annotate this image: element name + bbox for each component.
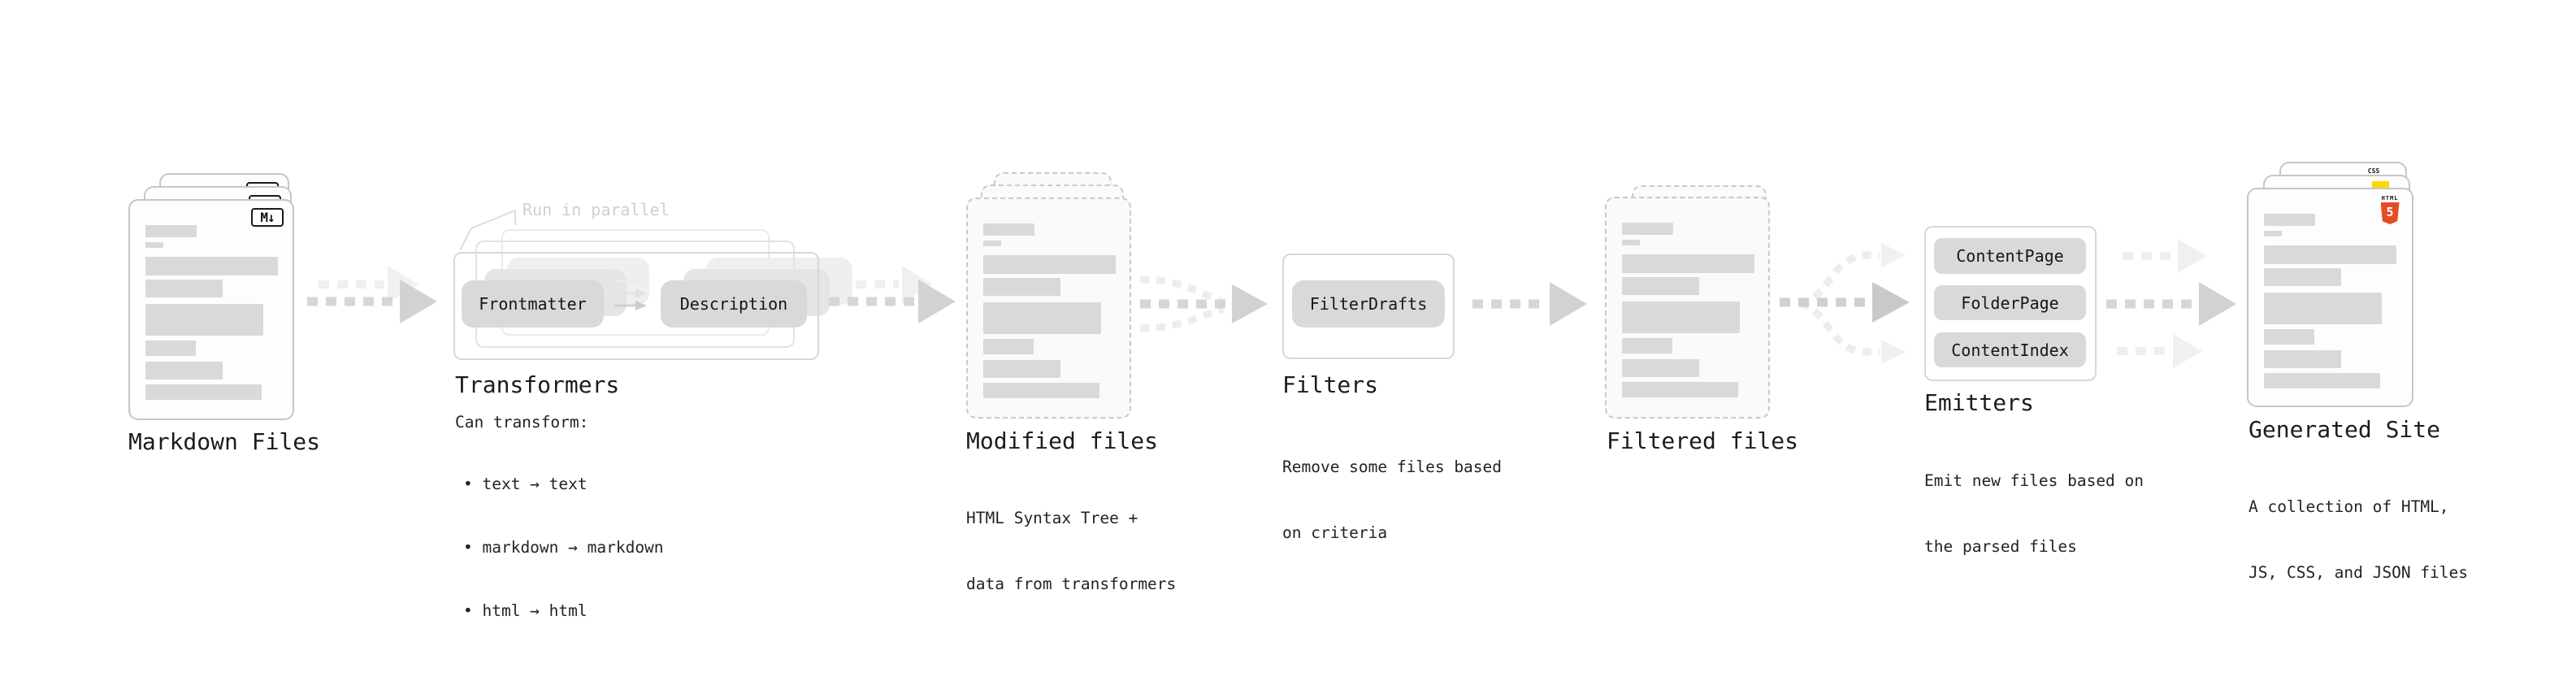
doc-line-bar [145,340,196,356]
doc-line-bar [983,241,1001,246]
doc-line-bar [145,257,278,275]
doc-line-bar [1622,223,1673,235]
folderpage-pill: FolderPage [1934,285,2086,320]
doc-line-bar [1622,240,1640,245]
doc-line-bar [2264,373,2380,388]
doc-line-bar [983,278,1060,296]
doc-line-bar [983,255,1116,274]
html5-number: 5 [2386,205,2394,219]
description-line: the parsed files [1924,537,2077,556]
doc-line-bar [1622,254,1754,273]
html5-icon-label: HTML [2381,195,2399,202]
doc-line-bar [145,225,197,237]
doc-line-bar [2264,245,2396,264]
filters-description: Remove some files based on criteria [1282,412,1502,588]
css-icon-label: CSS [2367,167,2380,175]
markdown-files-label: Markdown Files [128,428,321,455]
modified-file-card-front [966,197,1131,419]
description-pill: Description [661,280,807,327]
bullet-item: • markdown → markdown [463,538,664,557]
doc-line-bar [1622,338,1672,354]
arrow-emitters-to-generated [2106,239,2236,368]
contentpage-pill: ContentPage [1934,238,2086,274]
doc-line-bar [983,383,1099,398]
doc-line-bar [1622,301,1740,333]
doc-line-bar [2264,293,2382,324]
generated-site-card-front: HTML 5 [2247,188,2413,407]
javascript-icon [2372,181,2389,189]
description-line: A collection of HTML, [2249,497,2449,516]
description-line: on criteria [1282,523,1388,542]
arrow-filters-to-filtered [1472,282,1587,326]
doc-line-bar [983,360,1060,378]
generated-site-label: Generated Site [2249,416,2441,443]
doc-line-bar [145,362,223,380]
filtered-file-card-front [1605,197,1770,419]
description-line: data from transformers [966,575,1177,593]
emitters-heading: Emitters [1924,389,2034,416]
doc-line-bar [145,280,223,297]
doc-line-bar [145,384,262,400]
contentindex-pill: ContentIndex [1934,332,2086,367]
doc-line-bar [983,223,1034,236]
doc-line-bar [145,242,163,248]
doc-line-bar [145,304,263,336]
html5-icon: HTML 5 [2379,196,2400,224]
arrow-filtered-to-emitters [1780,243,1910,364]
description-line: Remove some files based [1282,458,1503,476]
doc-line-bar [2264,350,2341,368]
transformers-bullets: • text → text • markdown → markdown • ht… [463,432,664,664]
arrow-modified-to-filters [1139,275,1268,332]
doc-line-bar [983,339,1034,354]
modified-files-description: HTML Syntax Tree + data from transformer… [966,463,1176,639]
html5-shield: 5 [2380,202,2400,224]
emitters-description: Emit new files based on the parsed files [1924,426,2144,601]
doc-line-bar [1622,359,1699,377]
doc-line-bar [2264,231,2282,236]
run-in-parallel-note: Run in parallel [523,200,670,219]
markdown-file-card-front: M↓ [128,199,294,420]
description-line: JS, CSS, and JSON files [2249,563,2469,582]
bullet-item: • html → html [463,601,588,620]
transformers-subheading: Can transform: [455,413,589,432]
description-line: HTML Syntax Tree + [966,509,1138,527]
doc-line-bar [983,302,1101,334]
filtered-files-label: Filtered files [1607,427,1799,454]
markdown-icon: M↓ [251,208,284,227]
modified-files-label: Modified files [966,427,1159,454]
generated-site-description: A collection of HTML, JS, CSS, and JSON … [2249,452,2468,627]
doc-line-bar [1622,277,1699,295]
filterdrafts-pill: FilterDrafts [1292,280,1445,327]
filters-heading: Filters [1282,371,1379,398]
frontmatter-pill: Frontmatter [462,280,604,327]
doc-line-bar [2264,268,2341,286]
transformer-box-front [453,252,819,360]
doc-line-bar [2264,329,2314,345]
bullet-item: • text → text [463,475,588,493]
doc-line-bar [1622,382,1738,397]
doc-line-bar [2264,214,2315,226]
arrow-markdown-to-transformers [307,266,437,323]
transformers-heading: Transformers [455,371,620,398]
description-line: Emit new files based on [1924,471,2144,490]
